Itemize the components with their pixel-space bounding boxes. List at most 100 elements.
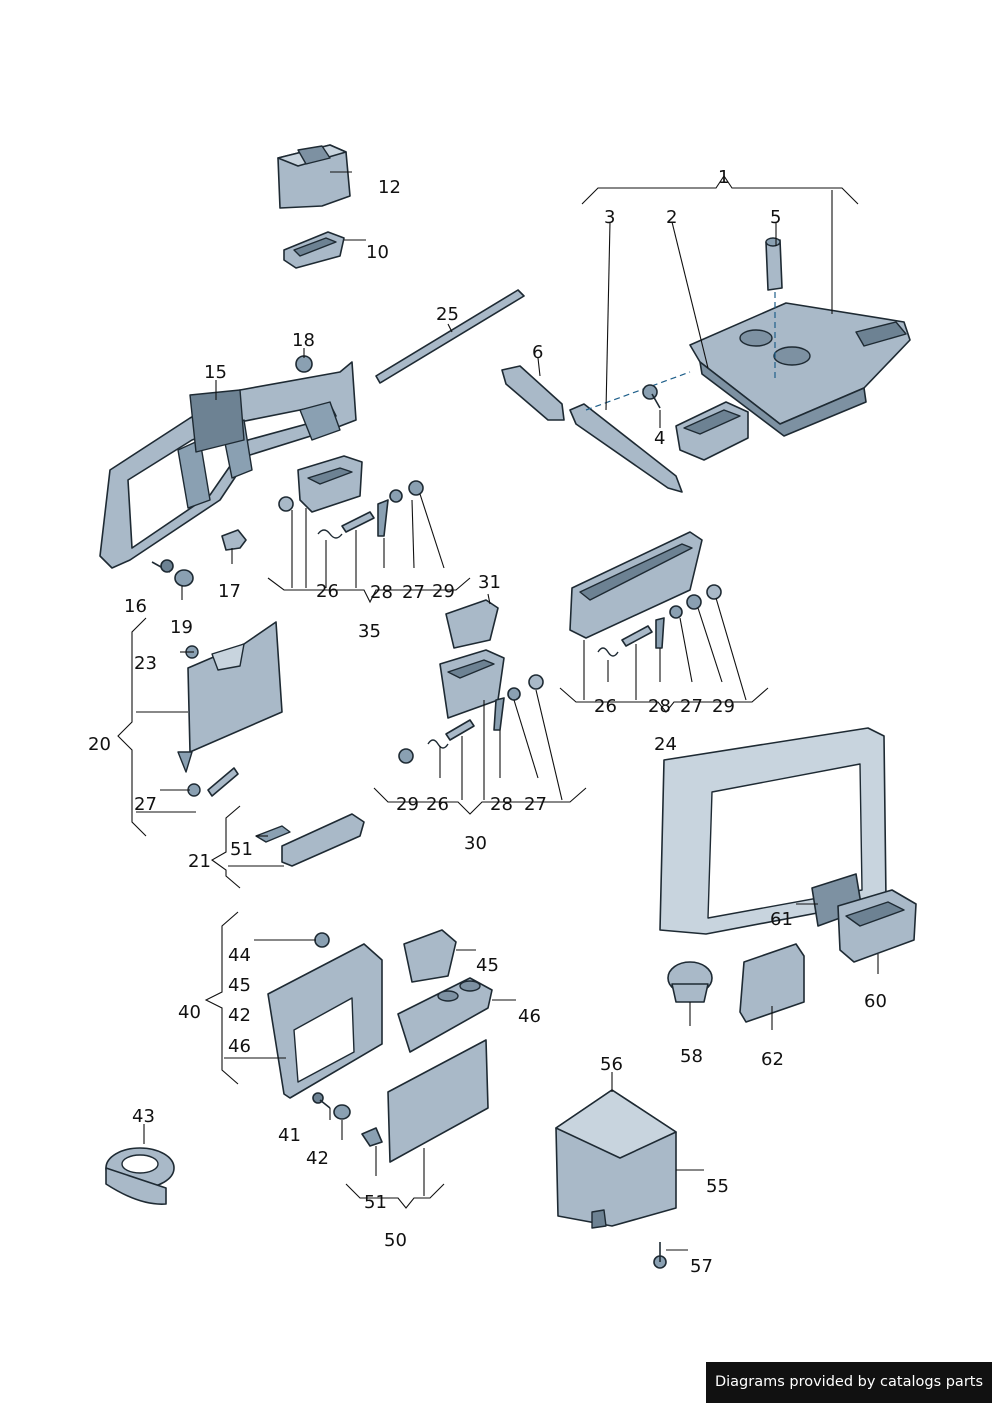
part-35-cupholder [297,455,363,513]
label-27-d: 27 [524,794,547,815]
part-3-lid [569,403,683,493]
part-25-strip [375,289,525,384]
label-51-a: 51 [230,839,253,860]
part-4-screw [642,384,661,409]
label-17: 17 [218,581,241,602]
label-19: 19 [170,617,193,638]
part-30-knob [398,748,414,764]
part-43-tape [105,1147,175,1205]
label-23: 23 [134,653,157,674]
part-30-lever [493,697,505,731]
part-19-cap [174,569,194,587]
part-24-pin [621,625,653,647]
label-26-d: 26 [426,794,449,815]
part-16-screw [151,559,174,573]
label-21: 21 [188,851,211,872]
label-29-b: 29 [712,696,735,717]
label-5: 5 [770,207,781,228]
label-26-a: 26 [316,581,339,602]
part-console-panel [659,727,887,935]
label-55: 55 [706,1176,729,1197]
label-27-c: 27 [134,794,157,815]
part-15-frame [99,361,357,569]
label-45-b: 45 [476,955,499,976]
label-57: 57 [690,1256,713,1277]
label-41: 41 [278,1125,301,1146]
label-44: 44 [228,945,251,966]
label-18: 18 [292,330,315,351]
part-24-nut [669,605,683,619]
part-4-insert [675,401,749,461]
label-15: 15 [204,362,227,383]
label-2: 2 [666,207,677,228]
label-45-a: 45 [228,975,251,996]
label-3: 3 [604,207,615,228]
part-55-bin [555,1089,677,1229]
label-61: 61 [770,909,793,930]
label-26-b: 26 [594,696,617,717]
part-24-lever [655,617,665,649]
part-35-nut [389,489,403,503]
label-60: 60 [864,991,887,1012]
label-28-d: 28 [490,794,513,815]
part-35-pin [341,511,375,533]
label-1: 1 [718,167,729,188]
part-30-nut [507,687,521,701]
part-35-knob [408,480,424,496]
lid-dash-line [585,371,691,411]
label-12: 12 [378,177,401,198]
part-30-box [439,649,505,719]
part-5-switch [765,237,783,291]
part-57-screw [653,1242,667,1269]
label-56: 56 [600,1054,623,1075]
part-50-lid [387,1039,489,1163]
part-30-spring [427,739,449,749]
part-35-lever [377,499,389,537]
part-40-panel [267,943,383,1099]
part-10-tray [283,231,345,269]
part-21-handle [255,813,365,867]
part-44-clip [314,932,330,948]
label-28-a: 28 [370,582,393,603]
label-4: 4 [654,428,665,449]
part-6-bracket [501,365,565,421]
footer-credit: Diagrams provided by catalogs parts [706,1362,992,1403]
label-62: 62 [761,1049,784,1070]
label-20: 20 [88,734,111,755]
leader-lines [117,171,879,1251]
label-30: 30 [464,833,487,854]
part-17-block [221,529,247,551]
label-42-b: 42 [306,1148,329,1169]
part-31-box [445,599,499,649]
label-29-d: 29 [396,794,419,815]
label-24: 24 [654,734,677,755]
part-2-housing [689,302,911,437]
label-35: 35 [358,621,381,642]
part-51-clip [361,1127,383,1147]
part-58-cap [667,961,713,1003]
part-60-socket [837,889,917,963]
label-51-b: 51 [364,1192,387,1213]
label-25: 25 [436,304,459,325]
label-27-a: 27 [402,582,425,603]
label-43: 43 [132,1106,155,1127]
part-62-cover [739,943,805,1023]
label-16: 16 [124,596,147,617]
part-24-spring [597,647,619,657]
label-58: 58 [680,1046,703,1067]
label-6: 6 [532,342,543,363]
label-27-b: 27 [680,696,703,717]
part-30-bush [528,674,544,690]
part-12-cover [277,144,351,209]
part-35-bushing [278,496,294,512]
label-31: 31 [478,572,501,593]
part-41-screw [312,1092,331,1109]
label-28-b: 28 [648,696,671,717]
part-42-cap [333,1104,351,1120]
part-45-box [403,929,457,983]
part-46-tray [397,977,493,1053]
label-46-b: 46 [518,1006,541,1027]
label-10: 10 [366,242,389,263]
part-35-spring [317,529,343,539]
